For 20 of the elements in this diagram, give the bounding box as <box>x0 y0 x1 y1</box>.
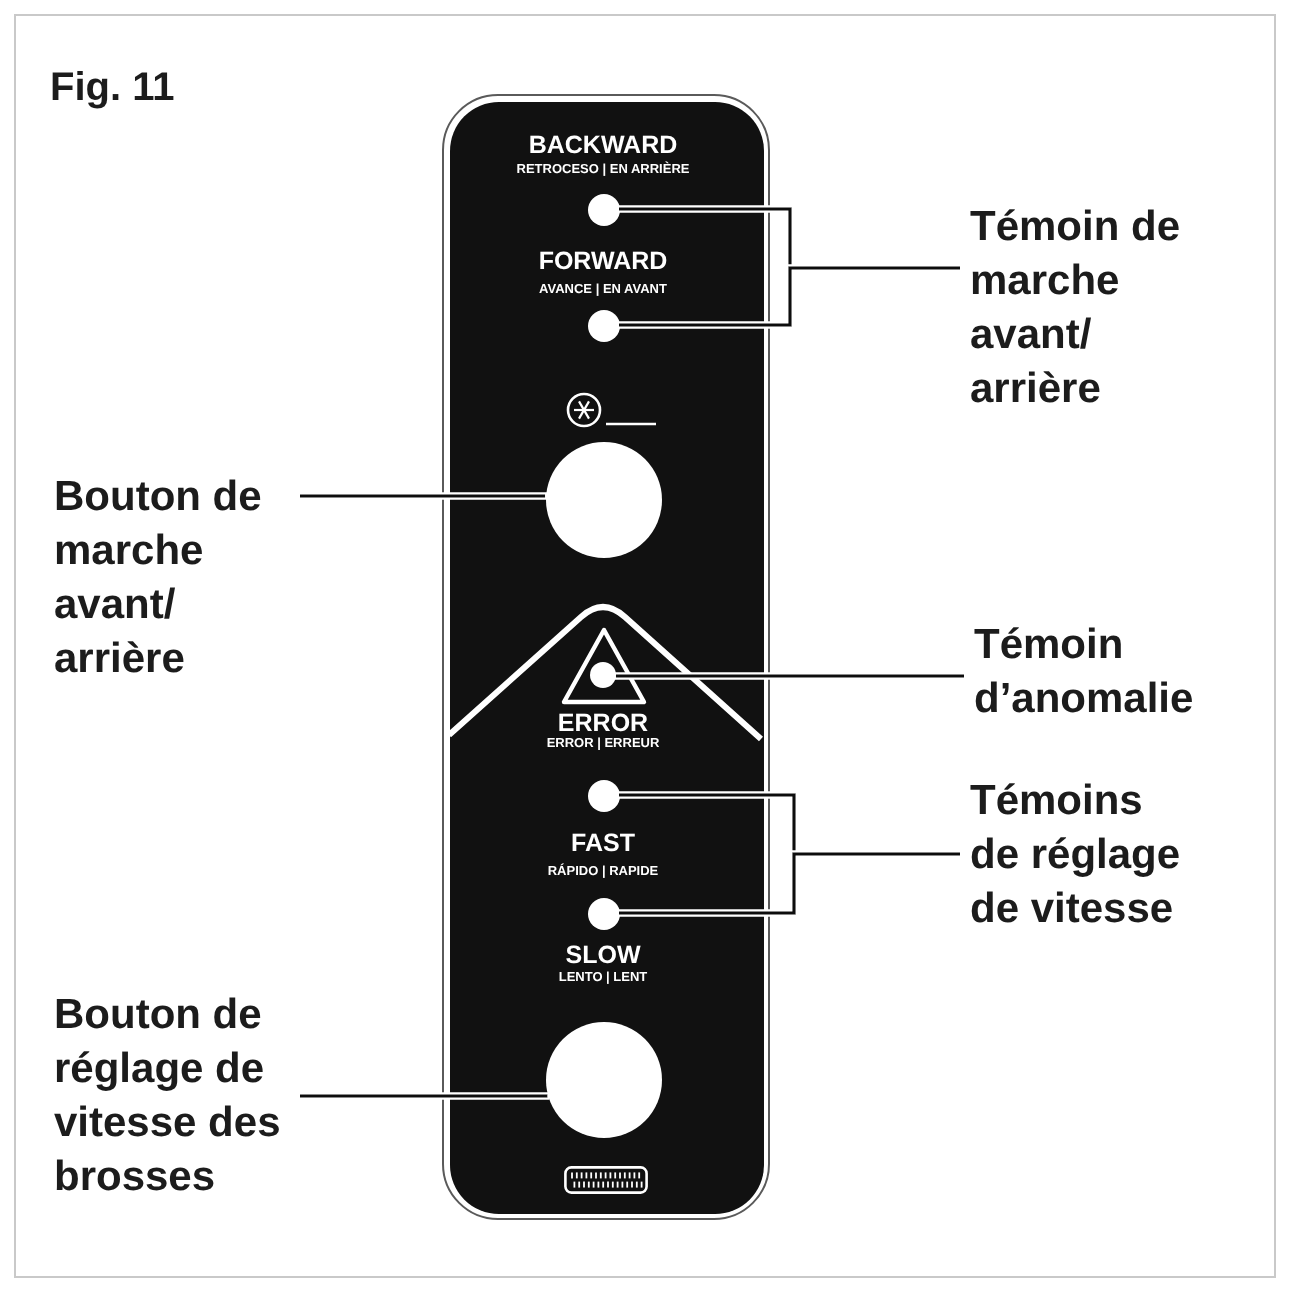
indicator-light <box>587 309 619 341</box>
callout-label: Témoin d’anomalie <box>974 618 1206 726</box>
leader-line <box>619 266 960 327</box>
leader-line <box>619 852 960 915</box>
callout-label: Témoin de marche avant/ arrière <box>970 200 1202 416</box>
panel-label: ERROR <box>557 709 649 737</box>
panel-label: FAST <box>571 829 635 857</box>
panel-label: FORWARD <box>538 247 668 275</box>
control-panel <box>442 94 770 1220</box>
indicator-light <box>590 662 616 688</box>
indicator-light <box>587 193 619 225</box>
panel-label: SLOW <box>565 941 641 969</box>
callout-label: Témoins de réglage de vitesse <box>970 774 1202 936</box>
panel-label: BACKWARD <box>528 131 678 159</box>
indicator-light <box>587 779 619 811</box>
indicator-light <box>587 897 619 929</box>
figure-number: Fig. 11 <box>50 64 175 112</box>
callout-label: Bouton de réglage de vitesse des brosses <box>54 988 290 1204</box>
leader-line <box>300 1094 548 1098</box>
callout-label: Bouton de marche avant/ arrière <box>54 470 290 686</box>
